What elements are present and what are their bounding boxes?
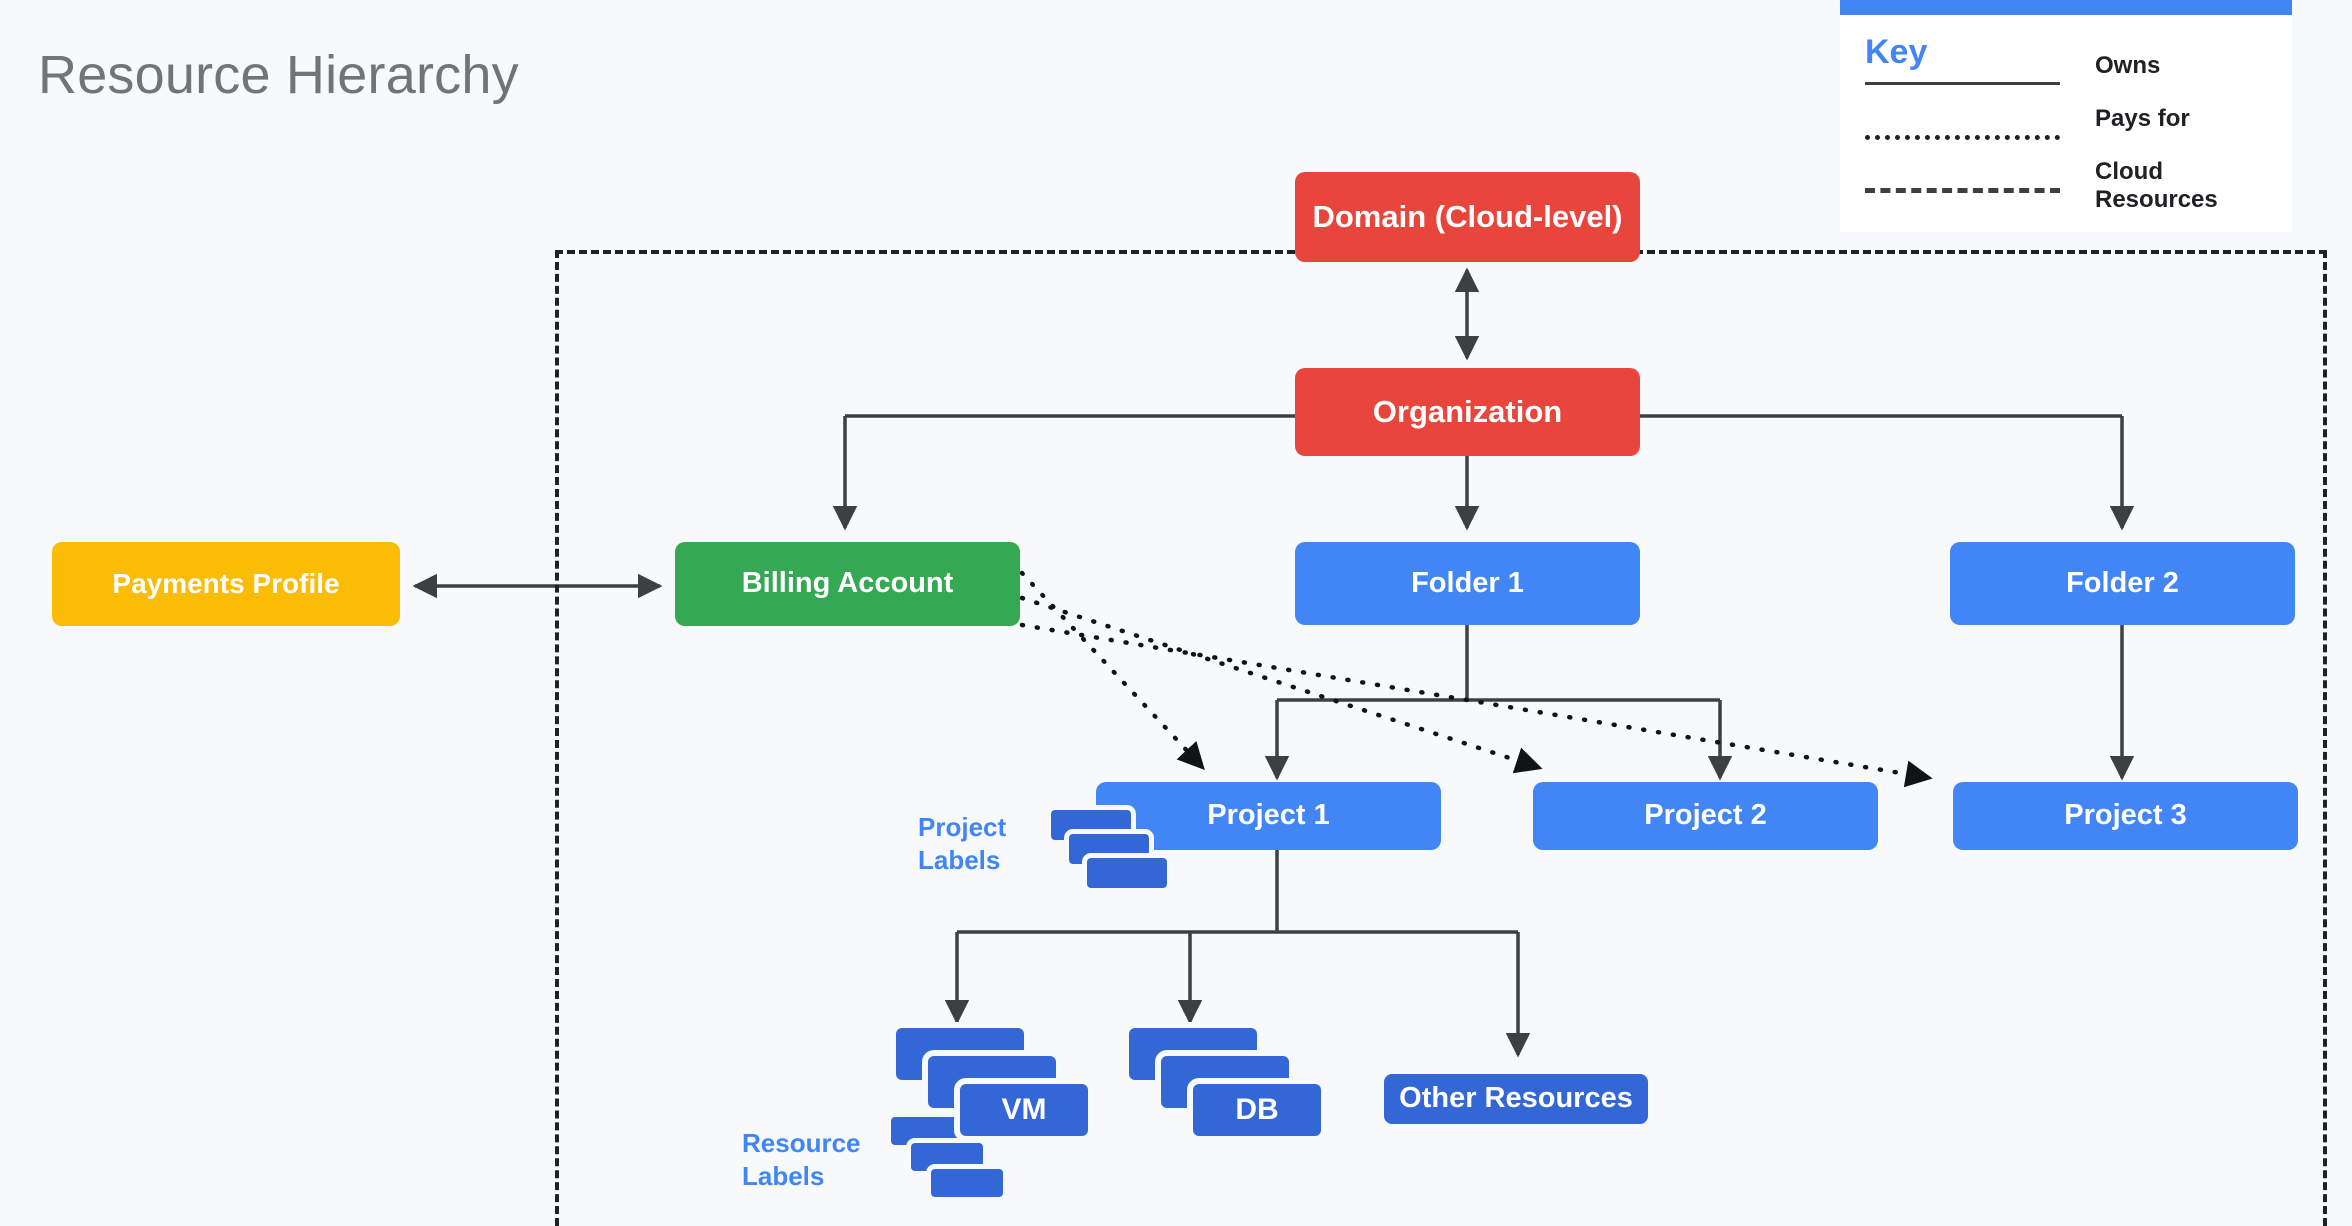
- key-accent-bar: [1840, 0, 2292, 15]
- vm-card-front: VM: [954, 1078, 1094, 1142]
- key-line-solid-icon: [1865, 82, 2060, 85]
- node-folder-1[interactable]: Folder 1: [1295, 542, 1640, 625]
- page-title: Resource Hierarchy: [38, 45, 519, 105]
- node-vm-stack[interactable]: VM: [890, 1022, 1120, 1162]
- key-label-cloud-resources: Cloud Resources: [2095, 158, 2218, 213]
- key-title: Key: [1865, 33, 1928, 71]
- project-labels-chip-stack: [1046, 805, 1186, 895]
- key-line-dashed-icon: [1865, 188, 2060, 193]
- node-db-stack[interactable]: DB: [1123, 1022, 1353, 1162]
- node-project-3[interactable]: Project 3: [1953, 782, 2298, 850]
- key-row-owns: Owns: [1840, 52, 2292, 102]
- node-payments-profile[interactable]: Payments Profile: [52, 542, 400, 626]
- db-card-front: DB: [1187, 1078, 1327, 1142]
- key-row-cloud-resources: Cloud Resources: [1840, 158, 2292, 213]
- node-folder-2[interactable]: Folder 2: [1950, 542, 2295, 625]
- key-label-pays-for: Pays for: [2095, 105, 2190, 132]
- project-labels-annotation: Project Labels: [918, 812, 1007, 875]
- resource-labels-annotation: Resource Labels: [742, 1128, 861, 1191]
- key-row-pays-for: Pays for: [1840, 105, 2292, 155]
- node-project-2[interactable]: Project 2: [1533, 782, 1878, 850]
- label-chip: [926, 1164, 1008, 1202]
- resource-labels-chip-stack: [886, 1112, 1036, 1222]
- key-label-owns: Owns: [2095, 52, 2161, 79]
- node-domain[interactable]: Domain (Cloud-level): [1295, 172, 1640, 262]
- node-other-resources[interactable]: Other Resources: [1378, 1068, 1654, 1130]
- node-organization[interactable]: Organization: [1295, 368, 1640, 456]
- node-billing-account[interactable]: Billing Account: [675, 542, 1020, 626]
- label-chip: [1082, 853, 1172, 893]
- key-panel: Key Owns Pays for Cloud Resources: [1840, 0, 2292, 232]
- key-line-dotted-icon: [1865, 135, 2060, 140]
